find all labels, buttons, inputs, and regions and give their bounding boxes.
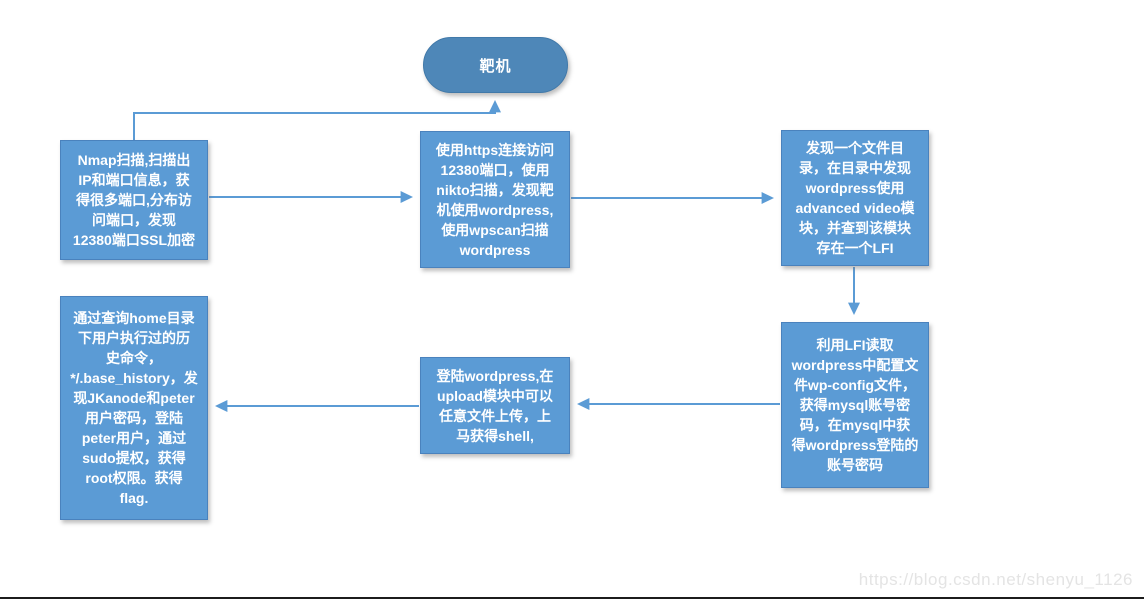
- bottom-border-line: [0, 597, 1144, 599]
- csdn-watermark: https://blog.csdn.net/shenyu_1126: [858, 570, 1133, 589]
- step-box-wp-config-mysql: 利用LFI读取 wordpress中配置文 件wp-config文件， 获得my…: [781, 322, 929, 488]
- step-box-https-nikto-wpscan: 使用https连接访问 12380端口，使用 nikto扫描，发现靶 机使用wo…: [420, 131, 570, 268]
- step-box-nmap-scan: Nmap扫描,扫描出 IP和端口信息，获 得很多端口,分布访 问端口，发现 12…: [60, 140, 208, 260]
- target-machine-label: 靶机: [479, 57, 512, 75]
- step-box-upload-shell: 登陆wordpress,在 upload模块中可以 任意文件上传，上 马获得sh…: [420, 357, 570, 454]
- step-box-history-privesc: 通过查询home目录 下用户执行过的历 史命令， */.base_history…: [60, 296, 208, 520]
- step-box-lfi-discovery: 发现一个文件目 录，在目录中发现 wordpress使用 advanced vi…: [781, 130, 929, 266]
- target-machine-node: 靶机: [423, 37, 568, 93]
